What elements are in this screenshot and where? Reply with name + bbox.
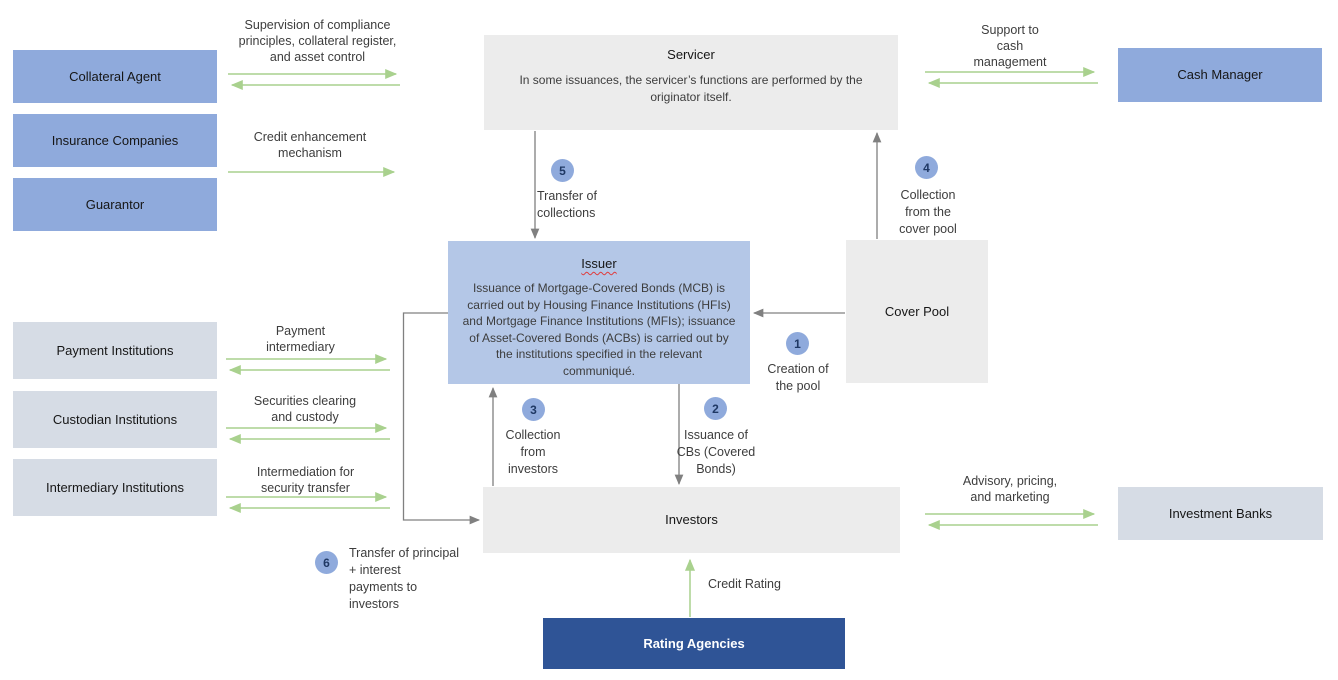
box-guarantor: Guarantor xyxy=(13,178,217,231)
intermediary-institutions-label: Intermediary Institutions xyxy=(45,479,184,495)
label-supervision: Supervision of compliance principles, co… xyxy=(238,18,397,64)
servicer-title: Servicer xyxy=(667,47,715,62)
label-advisory: Advisory, pricing, and marketing xyxy=(962,474,1058,504)
box-insurance-companies: Insurance Companies xyxy=(13,114,217,167)
step-1-number: 1 xyxy=(794,336,801,351)
label-payment-intermediary: Payment intermediary xyxy=(266,324,335,354)
step-2-badge: 2 xyxy=(704,397,727,420)
label-credit-rating: Credit Rating xyxy=(708,577,781,591)
insurance-companies-label: Insurance Companies xyxy=(51,132,179,148)
step-4-number: 4 xyxy=(923,160,930,175)
box-intermediary-institutions: Intermediary Institutions xyxy=(13,459,217,516)
step-2-number: 2 xyxy=(712,401,719,416)
cash-manager-label: Cash Manager xyxy=(1177,67,1263,82)
label-support-cash: Support to cash management xyxy=(973,23,1047,69)
label-securities-clearing: Securities clearing and custody xyxy=(253,394,357,424)
step-5-badge: 5 xyxy=(551,159,574,182)
box-collateral-agent: Collateral Agent xyxy=(13,50,217,103)
box-servicer: Servicer In some issuances, the servicer… xyxy=(484,35,898,130)
step-6-label: Transfer of principal + interest payment… xyxy=(349,546,459,611)
step-3-badge: 3 xyxy=(522,398,545,421)
payment-institutions-label: Payment Institutions xyxy=(56,342,174,358)
issuer-title: Issuer xyxy=(581,256,617,271)
step-1-label: Creation of the pool xyxy=(767,362,829,393)
step-3-label: Collection from investors xyxy=(505,428,561,476)
box-custodian-institutions: Custodian Institutions xyxy=(13,391,217,448)
label-credit-enhancement: Credit enhancement mechanism xyxy=(253,130,367,160)
step-4-badge: 4 xyxy=(915,156,938,179)
servicer-body: In some issuances, the servicer’s functi… xyxy=(519,73,863,104)
step-3-number: 3 xyxy=(530,402,537,417)
box-cover-pool: Cover Pool xyxy=(846,240,988,383)
box-investment-banks: Investment Banks xyxy=(1118,487,1323,540)
box-investors: Investors xyxy=(483,487,900,553)
rating-agencies-label: Rating Agencies xyxy=(643,635,745,651)
step-5-label: Transfer of collections xyxy=(537,189,597,220)
label-intermediation: Intermediation for security transfer xyxy=(256,465,355,495)
cover-pool-label: Cover Pool xyxy=(884,303,950,319)
box-cash-manager: Cash Manager xyxy=(1118,48,1322,102)
issuer-body: Issuance of Mortgage-Covered Bonds (MCB)… xyxy=(462,281,736,378)
box-payment-institutions: Payment Institutions xyxy=(13,322,217,379)
step-2-label: Issuance of CBs (Covered Bonds) xyxy=(676,428,756,476)
investors-label: Investors xyxy=(665,512,718,527)
collateral-agent-label: Collateral Agent xyxy=(69,68,161,84)
step-6-number: 6 xyxy=(323,555,330,570)
step-5-number: 5 xyxy=(559,163,566,178)
box-issuer: Issuer Issuance of Mortgage-Covered Bond… xyxy=(448,241,750,384)
step-4-label: Collection from the cover pool xyxy=(899,188,957,236)
investment-banks-label: Investment Banks xyxy=(1168,505,1273,521)
guarantor-label: Guarantor xyxy=(85,196,145,212)
step-6-badge: 6 xyxy=(315,551,338,574)
step-1-badge: 1 xyxy=(786,332,809,355)
box-rating-agencies: Rating Agencies xyxy=(543,618,845,669)
custodian-institutions-label: Custodian Institutions xyxy=(52,411,178,427)
